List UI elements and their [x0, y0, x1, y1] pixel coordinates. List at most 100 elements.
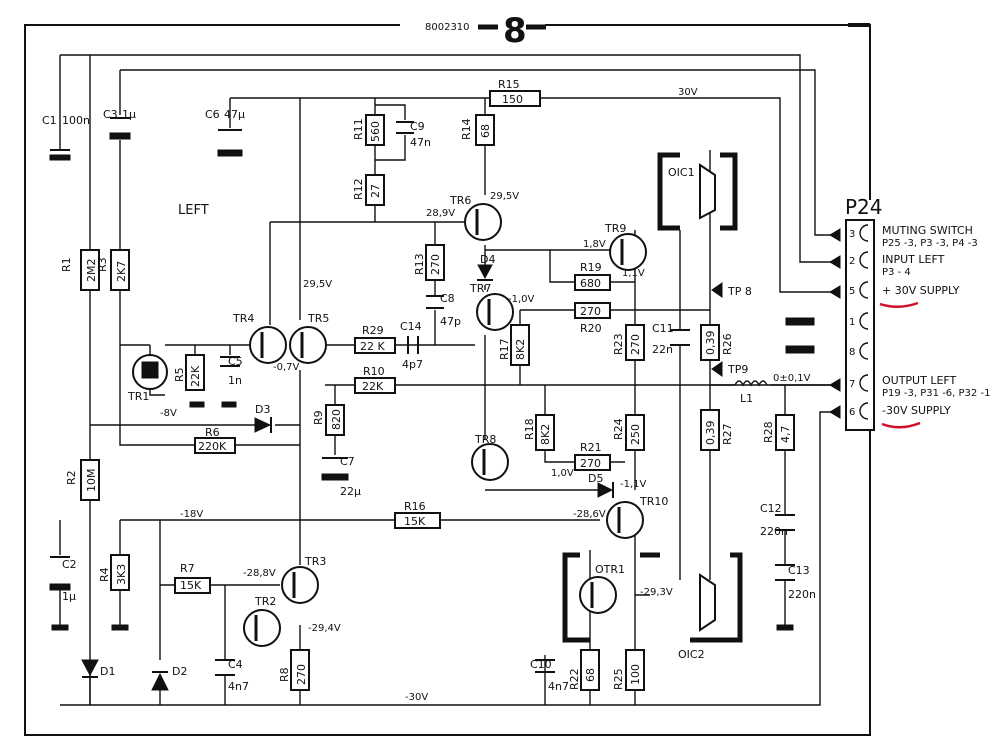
r26-body [700, 324, 720, 361]
r19-label: R19 [580, 261, 602, 274]
v-output: 0±0,1V [773, 373, 811, 384]
r4-body [110, 554, 130, 591]
c2-label: C2 [62, 558, 77, 571]
r22-label: R22 [568, 668, 581, 690]
r23-body [625, 324, 645, 361]
c12-label: C12 [760, 502, 782, 515]
v-tr6-base: 28,9V [426, 208, 455, 219]
r28-label: R28 [762, 421, 775, 443]
pin-num-6: 6 [849, 407, 855, 418]
highlight-minus30 [881, 421, 921, 429]
r29-body [354, 337, 396, 354]
r18-label: R18 [523, 418, 536, 440]
r21-value: 270 [580, 457, 601, 470]
c4-label: C4 [228, 658, 243, 671]
channel-label: LEFT [178, 203, 209, 218]
pin-labels: MUTING SWITCH P25 -3, P3 -3, P4 -3 INPUT… [882, 224, 990, 417]
connector-p24 [829, 219, 875, 431]
r9-body [325, 404, 345, 436]
v-tr9-base: 1,8V [583, 239, 606, 250]
pin-sub-output: P19 -3, P31 -6, P32 -1 [882, 388, 990, 399]
l1-coil [734, 380, 768, 387]
d2-symbol [151, 672, 169, 691]
r17-label: R17 [498, 338, 511, 360]
connector-name: P24 [845, 195, 883, 219]
transistors [132, 203, 647, 647]
r24-body [625, 414, 645, 451]
pin-label-plus30: + 30V SUPPLY [882, 284, 960, 297]
oic2-label: OIC2 [678, 648, 705, 661]
pin-label-input: INPUT LEFT [882, 253, 945, 266]
tr2-label: TR2 [254, 595, 276, 608]
v-tr3-base: -28,8V [243, 568, 276, 579]
d1-symbol [81, 659, 99, 677]
r5-label: R5 [173, 367, 186, 382]
c9-value: 47n [410, 136, 431, 149]
pin-sub-muting: P25 -3, P3 -3, P4 -3 [882, 238, 978, 249]
d2-label: D2 [172, 665, 187, 678]
tp9-arrow [711, 361, 723, 377]
c13-label: C13 [788, 564, 810, 577]
r8-label: R8 [278, 667, 291, 682]
r24-value: 250 [629, 424, 642, 445]
tr9-symbol [609, 233, 647, 271]
c13-value: 220n [788, 588, 816, 601]
c8-label: C8 [440, 292, 455, 305]
c1-value: 100n [62, 114, 90, 127]
r14-body [475, 114, 495, 146]
v-minus30: -30V [405, 692, 428, 703]
c4-value: 4n7 [228, 680, 249, 693]
tr1-label: TR1 [127, 390, 149, 403]
pin-sub-input: P3 - 4 [882, 267, 911, 278]
d1-label: D1 [100, 665, 115, 678]
r13-body [425, 244, 445, 281]
r21-body [574, 454, 611, 471]
c1-label: C1 [42, 114, 57, 127]
pin-label-output: OUTPUT LEFT [882, 374, 957, 387]
r5-body [185, 354, 205, 391]
c9-label: C9 [410, 120, 425, 133]
r7-body [174, 577, 211, 594]
c7-value: 22µ [340, 485, 361, 498]
r2-body [80, 459, 100, 501]
r3-value: 2K7 [115, 261, 128, 282]
v-tr6-emitter: 29,5V [490, 191, 519, 202]
r26-value: 0,39 [704, 331, 717, 356]
c8-value: 47p [440, 315, 461, 328]
sheet-number: 8 [503, 11, 527, 51]
tr7-symbol [476, 293, 514, 331]
r25-value: 100 [629, 664, 642, 685]
v-tr10-base: -28,6V [573, 509, 606, 520]
v-tr2: -29,4V [308, 623, 341, 634]
r27-label: R27 [721, 423, 734, 445]
r27-body [700, 409, 720, 451]
r13-label: R13 [413, 253, 426, 275]
pin-num-7: 7 [849, 379, 855, 390]
tr4-label: TR4 [232, 312, 254, 325]
r6-label: R6 [205, 426, 220, 439]
pin-num-5: 5 [849, 286, 855, 297]
v-tr8-base: 1,0V [551, 468, 574, 479]
capacitors [49, 98, 795, 705]
r6-value: 220K [198, 440, 227, 453]
r1-value: 2M2 [85, 259, 98, 283]
tr10-label: TR10 [639, 495, 668, 508]
thermal-ic-blocks [562, 152, 743, 643]
r21-label: R21 [580, 441, 602, 454]
r2-value: 10M [85, 469, 98, 493]
r1-body [80, 249, 100, 291]
pin-label-minus30: -30V SUPPLY [882, 404, 951, 417]
r18-value: 8K2 [539, 424, 552, 445]
r7-label: R7 [180, 562, 195, 575]
v-tr4: 29,5V [303, 279, 332, 290]
r4-label: R4 [98, 567, 111, 582]
c2-value: 1µ [62, 590, 76, 603]
c5-value: 1n [228, 374, 242, 387]
r11-body [365, 114, 385, 146]
tr4-symbol [249, 326, 287, 364]
tp9-label: TP9 [727, 363, 748, 376]
r11-label: R11 [352, 118, 365, 140]
tr7-label: TR7 [469, 282, 491, 295]
r2-label: R2 [65, 470, 78, 485]
